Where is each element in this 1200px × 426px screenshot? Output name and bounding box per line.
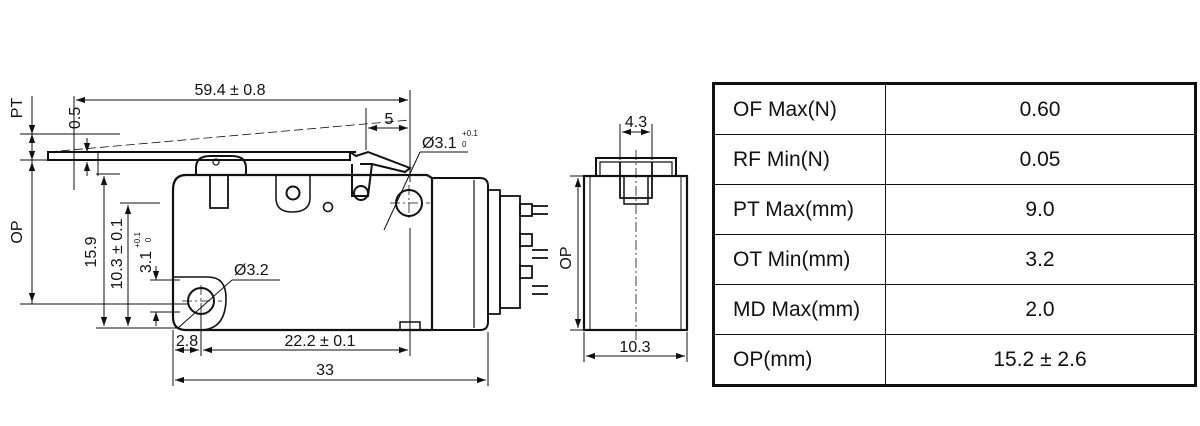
tol-hole-top-minus: 0 (462, 140, 467, 149)
value-cell: 0.60 (885, 83, 1196, 135)
tol-hole-top-plus: +0.1 (462, 129, 478, 138)
dim-5-label: 5 (385, 111, 394, 128)
dim-22-2-label: 22.2 ± 0.1 (284, 333, 355, 350)
dim-59-4-label: 59.4 ± 0.8 (194, 82, 265, 99)
dim-15-9-label: 15.9 (83, 236, 100, 267)
param-cell: PT Max(mm) (713, 184, 886, 235)
value-cell: 0.05 (885, 134, 1196, 185)
dim-33-label: 33 (316, 362, 334, 379)
spec-table: OF Max(N) 0.60 RF Min(N) 0.05 PT Max(mm)… (712, 82, 1197, 387)
dim-hole-top-label: Ø3.1 (422, 135, 457, 152)
table-row: MD Max(mm) 2.0 (713, 284, 1196, 335)
actuator-button (195, 155, 247, 175)
table-row: OT Min(mm) 3.2 (713, 234, 1196, 285)
dim-4-3-label: 4.3 (625, 114, 647, 131)
table-row: OF Max(N) 0.60 (713, 83, 1196, 135)
switch-dimension-drawing: PT OP 0.5 59.4 ± 0.8 5 Ø3.1 +0.1 0 15.9 … (9, 82, 689, 386)
dim-10-3-label: 10.3 ± 0.1 (109, 218, 126, 289)
value-cell: 15.2 ± 2.6 (885, 334, 1196, 386)
pivot-pin (353, 185, 369, 201)
side-body (582, 174, 689, 332)
param-cell: OT Min(mm) (713, 234, 886, 285)
table-row: RF Min(N) 0.05 (713, 134, 1196, 185)
dim-0-5-label: 0.5 (67, 107, 84, 129)
param-cell: OP(mm) (713, 334, 886, 386)
tol-3-1-plus: +0.1 (133, 232, 142, 248)
pt-label: PT (9, 98, 26, 119)
front-dimensions (20, 90, 489, 386)
op-label-left: OP (9, 220, 26, 243)
op-label-side: OP (558, 246, 575, 269)
param-cell: OF Max(N) (713, 83, 886, 135)
side-dimensions (570, 124, 688, 362)
dim-hole-bottom-label: Ø3.2 (234, 262, 269, 279)
dim-10-3-width-label: 10.3 (619, 339, 650, 356)
lever (47, 119, 412, 197)
switch-body (171, 173, 434, 332)
dim-2-8-label: 2.8 (176, 333, 198, 350)
end-cap (432, 177, 489, 331)
value-cell: 2.0 (885, 284, 1196, 335)
param-cell: RF Min(N) (713, 134, 886, 185)
front-view (47, 119, 548, 332)
value-cell: 9.0 (885, 184, 1196, 235)
terminals (487, 189, 548, 315)
table-row: OP(mm) 15.2 ± 2.6 (713, 334, 1196, 386)
param-cell: MD Max(mm) (713, 284, 886, 335)
value-cell: 3.2 (885, 234, 1196, 285)
tol-3-1-minus: 0 (144, 237, 153, 242)
side-view (582, 150, 689, 340)
table-row: PT Max(mm) 9.0 (713, 184, 1196, 235)
dim-3-1-label: 3.1 (138, 251, 155, 273)
